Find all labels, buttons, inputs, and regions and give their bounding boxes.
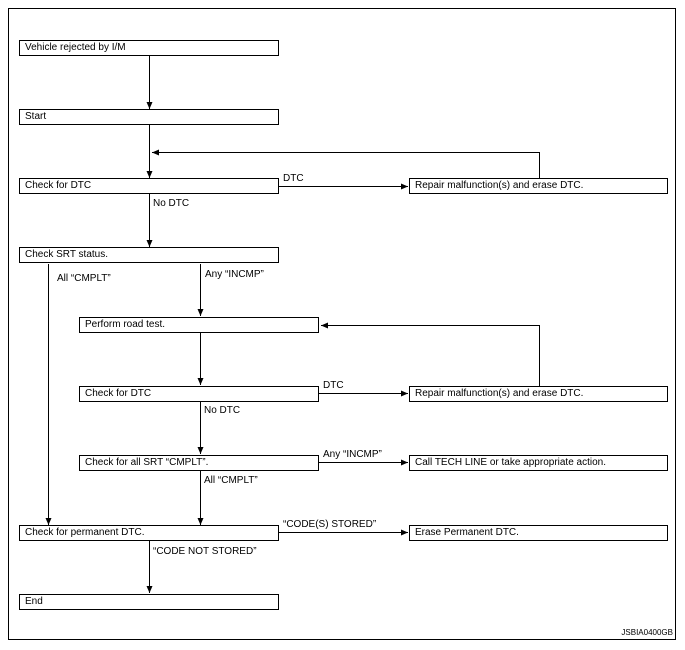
frame-bottom-border — [8, 639, 676, 640]
edge-label-code-stored: “CODE(S) STORED” — [283, 519, 377, 530]
node-vehicle-rejected: Vehicle rejected by I/M — [19, 40, 279, 56]
node-call-tech: Call TECH LINE or take appropriate actio… — [409, 455, 668, 471]
node-repair-1: Repair malfunction(s) and erase DTC. — [409, 178, 668, 194]
node-start: Start — [19, 109, 279, 125]
edge-label-dtc-2: DTC — [323, 380, 344, 391]
node-repair-2: Repair malfunction(s) and erase DTC. — [409, 386, 668, 402]
node-end: End — [19, 594, 279, 610]
edge-label-any-incmp-1: Any “INCMP” — [205, 269, 264, 280]
edge-label-no-dtc-2: No DTC — [204, 405, 241, 416]
edge-label-any-incmp-2: Any “INCMP” — [323, 449, 382, 460]
figure-code: JSBIA0400GB — [621, 628, 673, 637]
frame-left-border — [8, 8, 9, 640]
edge-label-all-cmplt-2: All “CMPLT” — [204, 475, 258, 486]
edge-label-no-dtc-1: No DTC — [153, 198, 190, 209]
node-check-permanent: Check for permanent DTC. — [19, 525, 279, 541]
edge-label-all-cmplt-1: All “CMPLT” — [57, 273, 111, 284]
edge-label-dtc-1: DTC — [283, 173, 304, 184]
node-road-test: Perform road test. — [79, 317, 319, 333]
node-check-dtc-2: Check for DTC — [79, 386, 319, 402]
node-check-srt: Check SRT status. — [19, 247, 279, 263]
node-check-all-srt: Check for all SRT “CMPLT”. — [79, 455, 319, 471]
node-erase-permanent: Erase Permanent DTC. — [409, 525, 668, 541]
loop-repair-1-back — [152, 149, 540, 178]
node-check-dtc-1: Check for DTC — [19, 178, 279, 194]
frame-right-border — [8, 8, 676, 640]
loop-repair-2-back — [321, 322, 540, 386]
edge-label-code-not-stored: “CODE NOT STORED” — [153, 546, 257, 557]
frame-top-border — [8, 8, 676, 9]
